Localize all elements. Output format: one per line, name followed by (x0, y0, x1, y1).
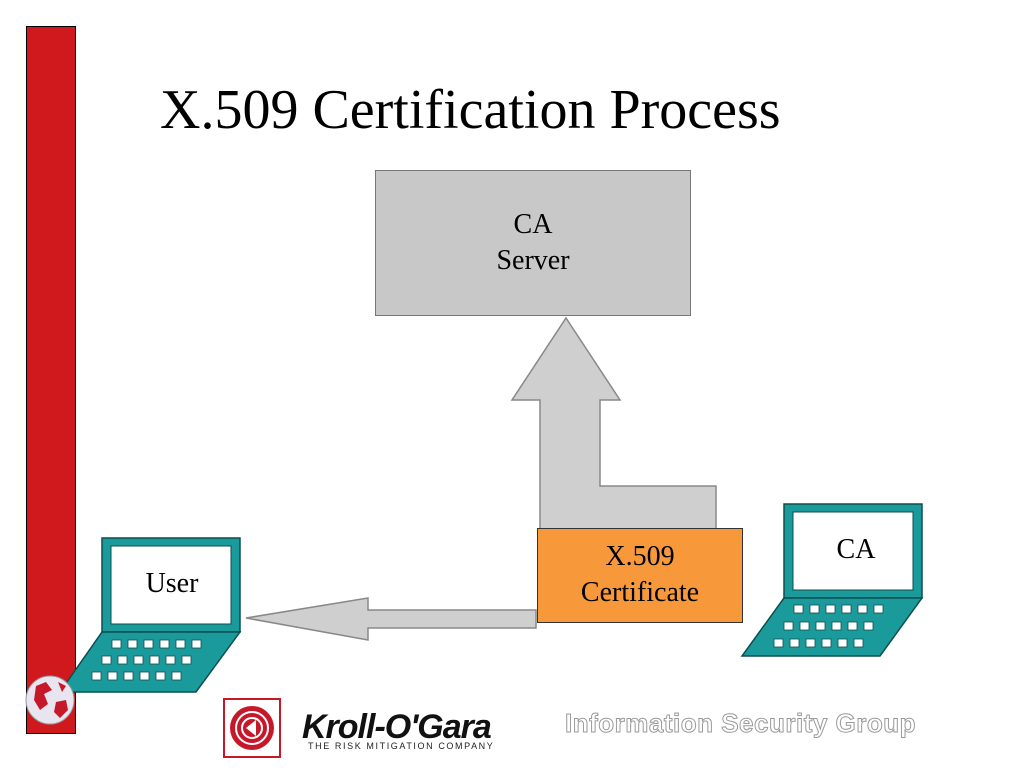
keyboard-key (841, 604, 852, 614)
keyboard-key (171, 671, 182, 681)
keyboard-key (847, 621, 858, 631)
keyboard-key (837, 638, 848, 648)
keyboard-key (783, 621, 794, 631)
keyboard-key (825, 604, 836, 614)
keyboard-key (111, 639, 122, 649)
user-laptop-label: User (145, 568, 199, 599)
left-red-sidebar (26, 26, 76, 734)
keyboard-key (165, 655, 176, 665)
keyboard-key (863, 621, 874, 631)
x509-certificate-box: X.509 Certificate (537, 528, 743, 623)
ca-laptop-icon (740, 503, 924, 657)
keyboard-key (123, 671, 134, 681)
keyboard-key (175, 639, 186, 649)
keyboard-key (117, 655, 128, 665)
keyboard-key (91, 671, 102, 681)
company-tagline: THE RISK MITIGATION COMPANY (308, 741, 495, 751)
keyboard-key (149, 655, 160, 665)
keyboard-key (857, 604, 868, 614)
keyboard-key (107, 671, 118, 681)
kroll-logo-icon (222, 697, 282, 759)
keyboard-key (821, 638, 832, 648)
keyboard-key (101, 655, 112, 665)
company-name: Kroll-O'Gara (302, 708, 492, 746)
keyboard-key (191, 639, 202, 649)
ca-server-line1: CA (513, 209, 553, 240)
keyboard-key (139, 671, 150, 681)
keyboard-key (809, 604, 820, 614)
keyboard-key (181, 655, 192, 665)
ca-server-line2: Server (496, 245, 570, 276)
keyboard-key (159, 639, 170, 649)
keyboard-key (133, 655, 144, 665)
certificate-line1: X.509 (605, 541, 675, 572)
keyboard-key (127, 639, 138, 649)
group-name: Information Security Group (564, 708, 917, 739)
user-laptop-icon (58, 537, 242, 693)
keyboard-key (873, 604, 884, 614)
keyboard-key (143, 639, 154, 649)
keyboard-key (155, 671, 166, 681)
globe-icon (25, 675, 75, 725)
keyboard-key (793, 604, 804, 614)
left-arrow (245, 597, 537, 641)
up-arrow (510, 316, 717, 531)
keyboard-key (815, 621, 826, 631)
ca-laptop-label: CA (836, 534, 876, 565)
keyboard-key (853, 638, 864, 648)
certificate-line2: Certificate (580, 577, 700, 608)
keyboard-key (805, 638, 816, 648)
slide-title: X.509 Certification Process (160, 79, 781, 141)
keyboard-key (789, 638, 800, 648)
ca-server-box: CA Server (375, 170, 691, 316)
keyboard-key (773, 638, 784, 648)
keyboard-key (799, 621, 810, 631)
keyboard-key (831, 621, 842, 631)
